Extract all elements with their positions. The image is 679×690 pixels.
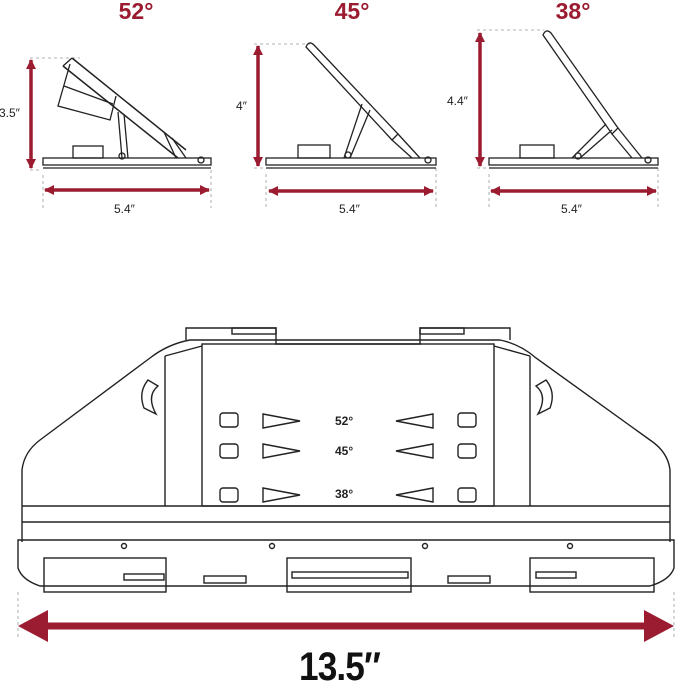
strut-back-b-45 — [397, 133, 421, 159]
foot-left — [43, 557, 167, 593]
hinge-38 — [574, 152, 582, 160]
slot-right-52 — [457, 412, 477, 428]
strut-back-b-52 — [171, 137, 187, 159]
angle-title-45: 45° — [312, 0, 392, 25]
angle-title-38: 38° — [533, 0, 613, 25]
angle-title-52: 52° — [96, 0, 176, 25]
foot-center-slot — [291, 571, 409, 579]
left-rail-top — [164, 345, 203, 357]
vent-left — [203, 575, 247, 584]
top-tabs — [185, 327, 511, 345]
platform-end-52 — [62, 57, 73, 67]
platform-45 — [305, 42, 399, 141]
slot-right-45 — [457, 443, 477, 459]
strut-front-38 — [571, 123, 607, 159]
slot-label-45: 45° — [335, 444, 354, 458]
strut-back-52 — [163, 131, 177, 159]
vent-right — [447, 575, 491, 584]
screw-2 — [268, 542, 276, 550]
pointer-right-45 — [395, 443, 434, 459]
platform-38 — [542, 30, 619, 136]
side-view-52 — [30, 57, 212, 208]
slot-right-38 — [457, 487, 477, 503]
total-width-arrow-right-head — [644, 610, 674, 642]
right-clip — [534, 379, 553, 416]
pointer-right-52 — [395, 413, 434, 429]
strut-back-45 — [391, 139, 413, 159]
pointer-left-38 — [262, 487, 301, 503]
height-label-52: 3.5″ — [0, 106, 20, 120]
pointer-left-52 — [262, 413, 301, 429]
platform-bottom-52 — [62, 65, 179, 159]
hinge-rear-45 — [424, 156, 432, 164]
slot-left-45 — [219, 443, 239, 459]
left-clip — [141, 379, 160, 416]
strut-back-38 — [611, 133, 633, 159]
right-rail-top — [493, 345, 531, 357]
platform-top-52 — [71, 57, 187, 151]
width-label-52: 5.4″ — [114, 202, 135, 216]
foot-center — [286, 557, 412, 593]
total-width-label: 13.5″ — [299, 645, 381, 689]
base-plate-45 — [265, 157, 437, 166]
screw-3 — [421, 542, 429, 550]
angle-title-52-text: 52° — [118, 0, 154, 24]
foot-left-slot — [123, 573, 165, 581]
tray-mid-52 — [63, 85, 114, 105]
slot-left-38 — [219, 487, 239, 503]
foot-block-45 — [297, 144, 331, 159]
base-plate-52 — [42, 157, 212, 166]
width-label-38: 5.4″ — [561, 202, 582, 216]
top-view — [17, 327, 675, 593]
strut-front-45 — [343, 103, 363, 159]
pointer-left-45 — [262, 443, 301, 459]
angle-title-45-text: 45° — [334, 0, 370, 24]
side-view-38 — [477, 29, 659, 208]
foot-block-38 — [519, 144, 555, 159]
screw-1 — [120, 542, 128, 550]
foot-block-52 — [72, 145, 104, 159]
hinge-52 — [118, 152, 126, 160]
total-width-arrow-left-head — [18, 610, 48, 642]
side-view-45 — [254, 42, 437, 208]
tab-left — [231, 327, 277, 335]
height-label-38: 4.4″ — [447, 94, 468, 108]
slot-label-52: 52° — [335, 414, 354, 428]
base-plate-38 — [488, 157, 659, 166]
hinge-rear-52 — [197, 156, 205, 164]
height-label-45: 4″ — [236, 99, 247, 113]
base-rim — [17, 539, 675, 587]
foot-right-slot — [535, 571, 577, 579]
foot-right — [529, 557, 655, 593]
strut-front-b-38 — [579, 129, 613, 159]
angle-title-38-text: 38° — [555, 0, 591, 24]
width-label-45: 5.4″ — [339, 202, 360, 216]
strut-front-52 — [117, 111, 123, 159]
slot-left-52 — [219, 412, 239, 428]
tray-52 — [57, 63, 117, 121]
stand-outline — [21, 339, 671, 542]
tab-right — [419, 327, 465, 335]
strut-front-b-52 — [123, 113, 129, 159]
hinge-45 — [344, 151, 352, 159]
pointer-right-38 — [395, 487, 434, 503]
strut-front-b-45 — [349, 109, 371, 159]
strut-back-b-38 — [617, 127, 643, 159]
slot-label-38: 38° — [335, 487, 354, 501]
hinge-rear-38 — [644, 156, 652, 164]
angle-slots — [219, 412, 477, 503]
screw-4 — [566, 542, 574, 550]
